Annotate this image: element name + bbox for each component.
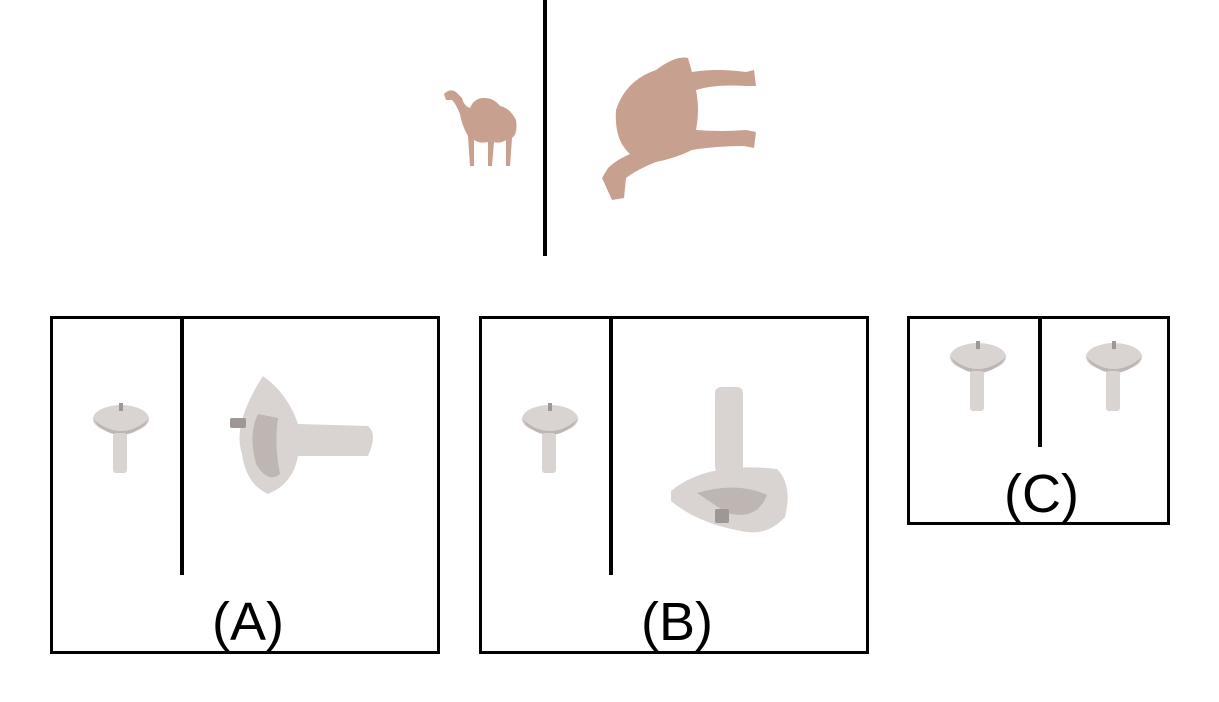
sink-icon [950,341,1006,411]
option-a-panel[interactable]: (A) [50,316,440,654]
option-label: (C) [1004,464,1079,524]
sink-rotated-icon [671,387,788,533]
divider-line [609,319,613,575]
divider-line [1038,319,1042,447]
option-c-panel[interactable]: (C) [907,316,1170,525]
sink-icon [93,403,149,473]
sink-icon [1086,341,1142,411]
sink-rotated-icon [230,376,373,494]
camel-rotated-icon [602,57,756,200]
divider-line [543,0,547,256]
camel-icon [444,90,517,166]
option-label: (B) [641,592,713,652]
sink-icon [522,403,578,473]
option-b-panel[interactable]: (B) [479,316,869,654]
divider-line [180,319,184,575]
option-label: (A) [212,592,284,652]
